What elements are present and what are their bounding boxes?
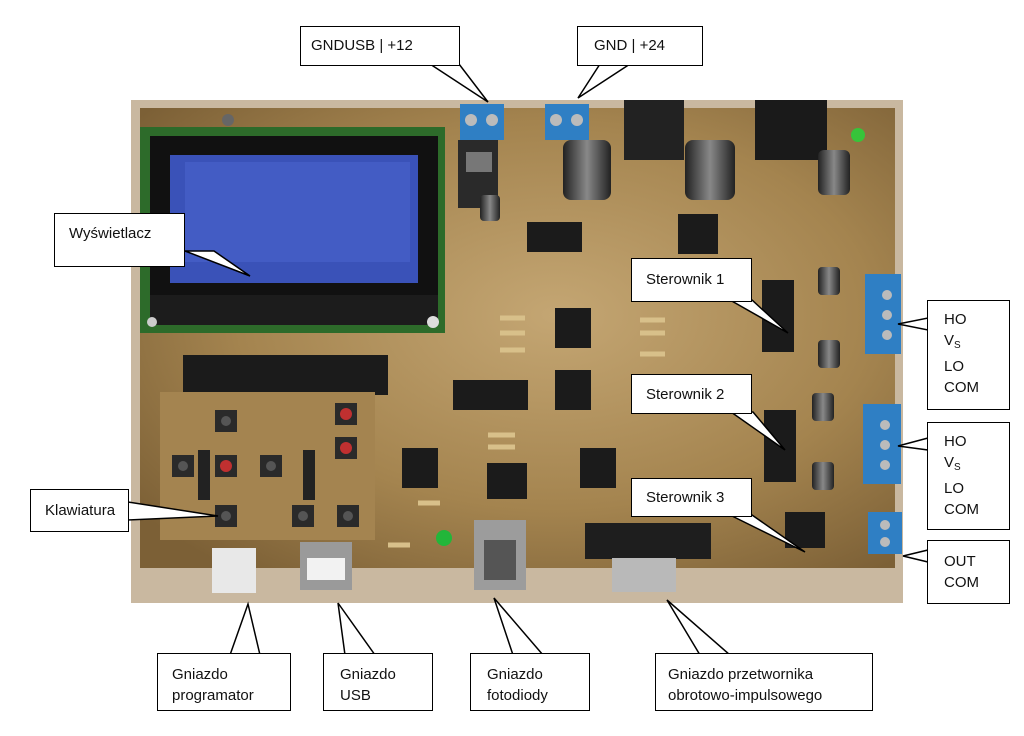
label-keyboard: Klawiatura: [45, 502, 116, 519]
label-out-3: OUT: [944, 553, 976, 570]
callout-socket-usb: Gniazdo USB: [323, 653, 433, 711]
integrated-circuits: [183, 214, 825, 548]
callout-outputs-1: HO VS LO COM: [927, 300, 1010, 410]
label-com-2: COM: [944, 501, 979, 518]
label-vs-2: VS: [944, 454, 961, 473]
label-socket-programmer-1: Gniazdo: [172, 666, 228, 683]
label-socket-usb-1: Gniazdo: [340, 666, 396, 683]
callout-pointers: [127, 63, 929, 656]
label-driver3: Sterownik 3: [646, 489, 725, 506]
label-ho-1: HO: [944, 311, 967, 328]
label-socket-programmer-2: programator: [172, 687, 254, 704]
lcd-display: [140, 114, 445, 333]
capacitors: [436, 128, 865, 546]
label-driver1: Sterownik 1: [646, 271, 725, 288]
callout-driver1: Sterownik 1: [631, 258, 752, 302]
callout-outputs-3: OUT COM: [927, 540, 1010, 604]
label-socket-photodiode-2: fotodiody: [487, 687, 548, 704]
terminal-top-right: [545, 104, 589, 140]
callout-display: Wyświetlacz: [54, 213, 185, 267]
callout-gndusb: GNDUSB | +12: [300, 26, 460, 66]
label-socket-photodiode-1: Gniazdo: [487, 666, 543, 683]
callout-keyboard: Klawiatura: [30, 489, 129, 532]
label-com-3: COM: [944, 574, 979, 591]
terminal-right: [863, 274, 902, 554]
label-driver2: Sterownik 2: [646, 386, 725, 403]
callout-gnd24: GND | +24: [577, 26, 703, 66]
bottom-connectors: [212, 520, 711, 593]
label-socket-usb-2: USB: [340, 687, 371, 704]
callout-socket-photodiode: Gniazdo fotodiody: [470, 653, 590, 711]
label-lo-1: LO: [944, 358, 965, 375]
label-gndusb: GNDUSB | +12: [311, 37, 413, 54]
label-socket-encoder-1: Gniazdo przetwornika: [668, 666, 814, 683]
label-socket-encoder-2: obrotowo-impulsowego: [668, 687, 823, 704]
resistors: [388, 315, 665, 548]
label-gnd24: GND | +24: [594, 37, 666, 54]
regulator-1: [624, 100, 684, 160]
label-vs-1: VS: [944, 332, 961, 351]
label-display: Wyświetlacz: [69, 225, 152, 242]
callout-driver2: Sterownik 2: [631, 374, 752, 414]
label-com-1: COM: [944, 379, 979, 396]
label-ho-2: HO: [944, 433, 967, 450]
callout-socket-programmer: Gniazdo programator: [157, 653, 291, 711]
terminal-top-left: [458, 104, 504, 208]
callout-driver3: Sterownik 3: [631, 478, 752, 517]
label-lo-2: LO: [944, 480, 965, 497]
regulator-2: [755, 100, 827, 160]
callout-socket-encoder: Gniazdo przetwornika obrotowo-impulsoweg…: [655, 653, 873, 711]
callout-outputs-2: HO VS LO COM: [927, 422, 1010, 530]
